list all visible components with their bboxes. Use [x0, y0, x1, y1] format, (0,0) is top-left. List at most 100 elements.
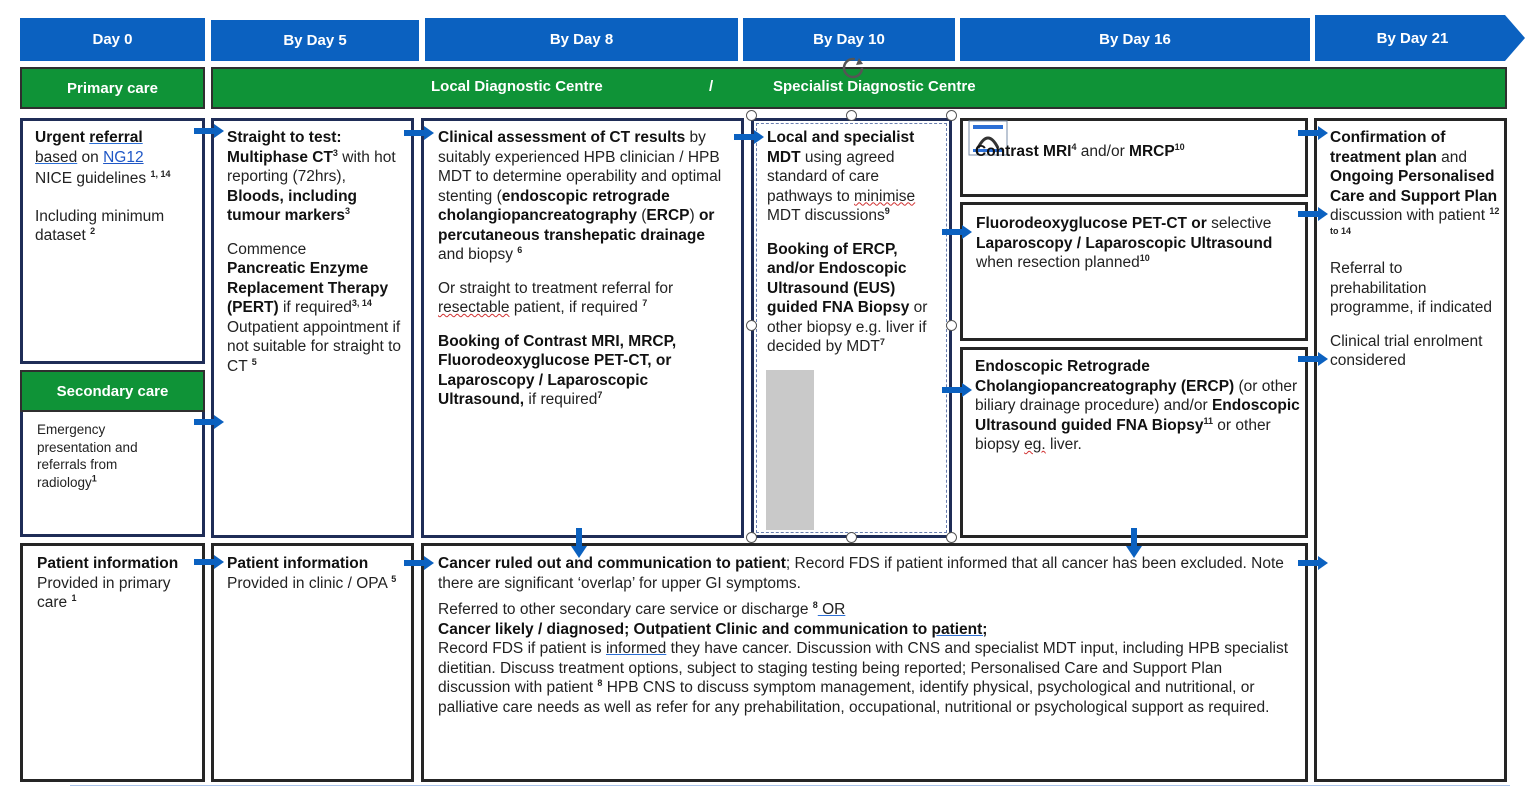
straight-title: Straight to test: — [227, 129, 342, 146]
booking-if: if required — [524, 391, 598, 408]
eg-word: eg. — [1024, 436, 1046, 453]
referred-sup: 8 — [812, 599, 818, 610]
arrow-petct-to-plan — [1298, 207, 1328, 221]
local-specialist-mdt: Local and specialist MDT — [767, 129, 915, 166]
secondary-text: Emergency presentation and referrals fro… — [37, 421, 177, 491]
referral-prehab: Referral to prehabilitation programme, i… — [1330, 260, 1492, 316]
arrow-patient-info-2 — [404, 556, 434, 570]
resize-handle-tr[interactable] — [946, 110, 957, 121]
other-biopsy: or other biopsy e.g. liver if decided by… — [767, 299, 928, 355]
patient-info-clinic-title: Patient information — [227, 555, 369, 572]
timeline-day21: By Day 21 — [1376, 29, 1449, 47]
resize-handle-bc[interactable] — [846, 532, 857, 543]
arrow-ercp-to-plan — [1298, 352, 1328, 366]
andor-word: and/or — [1076, 143, 1130, 160]
mdt-discussions: MDT discussions — [767, 207, 885, 224]
discussion-sup: 12 to 14 — [1330, 205, 1500, 236]
timeline-day10: By Day 10 — [743, 18, 955, 61]
clinical-desc: by suitably experienced HPB clinician / … — [438, 129, 722, 205]
banner-slash: / — [709, 78, 714, 95]
secondary-box — [20, 412, 205, 537]
referral-box — [20, 118, 205, 364]
laparoscopy: Laparoscopy / Laparoscopic Ultrasound — [976, 234, 1273, 252]
ercp-full: endoscopic retrograde cholangiopancreato… — [438, 187, 670, 225]
arrow-test-to-assessment — [404, 126, 434, 140]
resize-handle-br[interactable] — [946, 532, 957, 543]
eus-sup: 11 — [1203, 415, 1213, 426]
cancer-ruled-out: Cancer ruled out and communication to pa… — [438, 555, 786, 572]
resize-handle-mr[interactable] — [946, 320, 957, 331]
pet-ct-box — [960, 202, 1308, 341]
minimise-word: minimise — [854, 187, 916, 205]
resize-handle-ml[interactable] — [746, 320, 757, 331]
resize-handle-tc[interactable] — [846, 110, 857, 121]
percutaneous: or percutaneous transhepatic drainage — [438, 207, 715, 244]
contrast-mri: Contrast MRI — [975, 143, 1072, 160]
mdt-using: using agreed standard of care pathways t… — [767, 148, 895, 205]
communication-box — [421, 543, 1308, 782]
including-sup: 2 — [90, 225, 96, 236]
biopsy-sup: 6 — [517, 244, 523, 255]
primary-care-banner: Primary care — [20, 67, 205, 109]
discussion-text: discussion with patient — [1330, 207, 1490, 224]
and-word: and — [1436, 148, 1467, 166]
booking-ercp: Booking of ERCP, and/or Endoscopic Ultra… — [767, 240, 910, 317]
eus-fna: Endoscopic Ultrasound guided FNA Biopsy — [975, 397, 1300, 434]
communication-text: Cancer ruled out and communication to pa… — [438, 554, 1298, 717]
referred-text: Referred to other secondary care service… — [438, 601, 813, 618]
resize-handle-bl[interactable] — [746, 532, 757, 543]
other-biliary: (or other biliary drainage procedure) an… — [975, 377, 1298, 415]
diagnostic-centre-banner: Local Diagnostic Centre / Specialist Dia… — [211, 67, 1507, 109]
patient-word: patient; — [931, 620, 988, 638]
when-sup: 10 — [1139, 252, 1150, 263]
resectable-word: resectable — [438, 299, 510, 316]
rotate-handle-icon[interactable] — [840, 55, 866, 81]
based-word: based — [35, 148, 78, 166]
or-straight: Or straight to treatment referral for — [438, 279, 674, 297]
arrow-down-assessment — [571, 528, 587, 558]
urgent-label: Urgent — [35, 129, 85, 146]
sdc-label: Specialist Diagnostic Centre — [773, 78, 976, 95]
other-biopsy-16: or other biopsy — [975, 416, 1271, 454]
patient-info-clinic-sup: 5 — [391, 573, 397, 584]
image-placeholder-icon[interactable] — [968, 120, 1008, 156]
clinical-assessment-box — [421, 118, 744, 538]
timeline-day0: Day 0 — [20, 18, 205, 61]
pert-sup: 3, 14 — [351, 297, 372, 308]
bloods-sup: 3 — [345, 205, 351, 216]
patient-req: patient, if required — [509, 299, 643, 316]
outpatient-text: Outpatient appointment if not suitable f… — [227, 318, 402, 375]
patient-info-clinic-box — [211, 543, 414, 782]
mdt-text: Local and specialist MDT using agreed st… — [767, 128, 945, 357]
or-word: OR — [817, 601, 846, 618]
commence-label: Commence — [227, 240, 307, 258]
treatment-plan-text: Confirmation of treatment plan and Ongoi… — [1330, 128, 1502, 371]
record2-b: they have cancer. Discussion with CNS an… — [438, 640, 1289, 696]
patient-info-primary-title: Patient information — [37, 555, 179, 572]
biopsy-text: and biopsy — [438, 246, 518, 263]
ongoing-plan: Ongoing Personalised Care and Support Pl… — [1330, 168, 1498, 205]
liver-word: liver. — [1045, 436, 1082, 453]
pet-ct-text: Fluorodeoxyglucose PET-CT or selective L… — [976, 214, 1301, 273]
mdt-grey-highlight — [766, 370, 814, 530]
informed-word: informed — [605, 640, 667, 657]
mrcp-label: MRCP — [1129, 143, 1175, 160]
on-word: on — [77, 148, 104, 166]
referral-word: referral — [89, 129, 143, 146]
straight-to-test-text: Straight to test: Multiphase CT3 with ho… — [227, 128, 412, 376]
arrow-assessment-to-mdt — [734, 130, 764, 144]
nice-sup: 1, 14 — [150, 168, 171, 179]
fdg-pet-ct: Fluorodeoxyglucose PET-CT or — [976, 215, 1207, 232]
ng12-link[interactable]: NG12 — [103, 148, 144, 166]
pert-if: if required — [278, 299, 352, 316]
resize-handle-tl[interactable] — [746, 110, 757, 121]
arrow-mdt-to-petct — [942, 225, 972, 239]
arrow-mri-to-plan — [1298, 126, 1328, 140]
confirmation-title: Confirmation of treatment plan — [1330, 129, 1446, 166]
clinical-title: Clinical assessment of CT results — [438, 129, 686, 146]
arrow-secondary-to-test — [194, 415, 224, 429]
clinical-trial: Clinical trial enrolment considered — [1330, 332, 1483, 370]
endoscopic-retrograde: Endoscopic Retrograde Cholangiopancreato… — [975, 358, 1235, 395]
arrow-patient-info-1 — [194, 555, 224, 569]
